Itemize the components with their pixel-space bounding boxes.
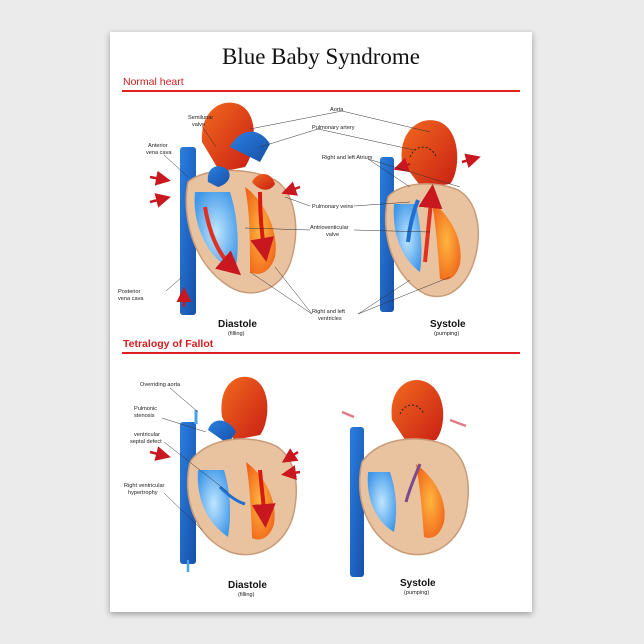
label-vsd-2: septal defect [130,439,162,445]
label-pulmonary-veins: Pulmonary veins [312,204,354,210]
label-av-valve-1: Antrioventicular [310,225,349,231]
label-rvh-2: hypertrophy [128,490,158,496]
label-anterior-vena-cava-1: Anterior [148,143,168,149]
label-av-valve-2: valve [326,232,339,238]
subcaption-filling-tof: (filling) [238,592,255,598]
caption-diastole-normal: Diastole [218,319,257,330]
label-vsd-1: ventricular [134,432,160,438]
caption-systole-normal: Systole [430,319,466,330]
label-semilunar-valve-2: valve [192,122,205,128]
section-divider-tetralogy [122,352,520,354]
label-overriding-aorta: Overriding aorta [140,382,181,388]
label-rvh-1: Right ventricular [124,483,165,489]
tetralogy-heart-diastole [149,376,301,572]
heart-diagrams: Semilunar valve Anterior vena cava Aorta… [118,102,481,598]
label-pulmonic-stenosis-2: stenosis [134,413,155,419]
normal-heart-systole [380,120,481,312]
section-label-normal: Normal heart [123,76,184,88]
label-posterior-vena-cava-1: Posterior [118,289,141,295]
caption-systole-tof: Systole [400,578,436,589]
section-label-tetralogy: Tetralogy of Fallot [123,338,214,350]
subcaption-pumping-tof: (pumping) [404,590,429,596]
caption-diastole-tof: Diastole [228,580,267,591]
tof-annotations [161,387,229,531]
tetralogy-heart-systole [341,379,469,577]
poster-title: Blue Baby Syndrome [221,44,421,69]
subcaption-filling-normal: (filling) [228,331,245,337]
label-anterior-vena-cava-2: vena cava [146,150,172,156]
label-ventricles-1: Right and left [312,309,345,315]
label-pulmonic-stenosis-1: Pulmonic [134,406,157,412]
label-pulmonary-artery: Pulmonary artery [312,125,355,131]
normal-annotations [163,110,461,315]
label-semilunar-valve-1: Semilunar [188,115,213,121]
section-divider-normal [122,90,520,92]
label-posterior-vena-cava-2: vena cava [118,296,144,302]
label-aorta: Aorta [330,107,344,113]
normal-heart-diastole [149,102,301,315]
label-atrium: Right and left Atrium [322,155,373,161]
subcaption-pumping-normal: (pumping) [434,331,459,337]
poster: Blue Baby Syndrome Normal heart Tetralog… [110,32,532,612]
label-ventricles-2: ventricles [318,316,342,322]
